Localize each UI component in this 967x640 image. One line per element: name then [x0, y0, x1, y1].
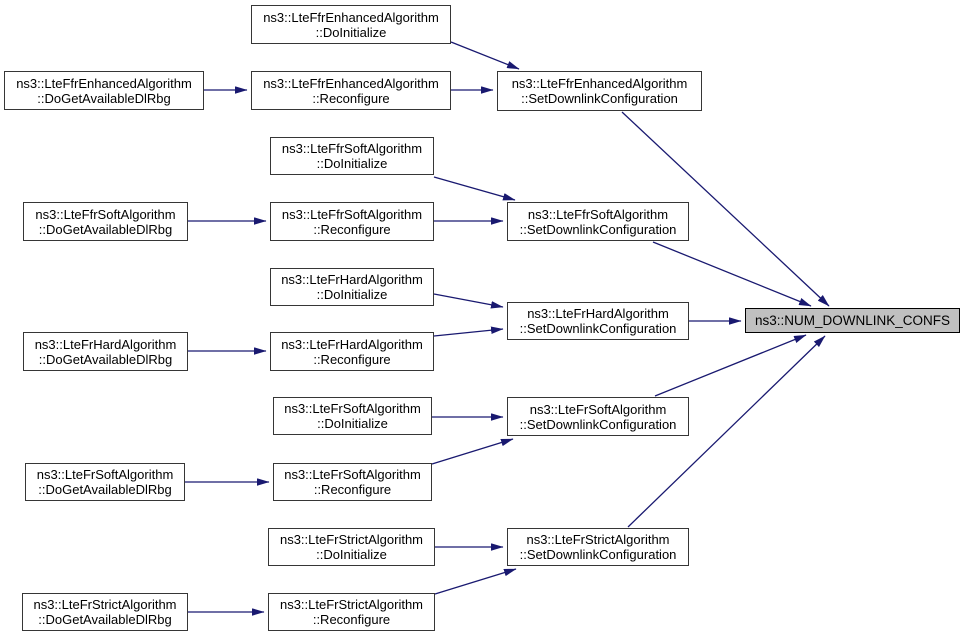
node-label-line: ns3::LteFrStrictAlgorithm — [279, 532, 424, 547]
node-label-line: ns3::LteFfrEnhancedAlgorithm — [263, 9, 439, 25]
node-label-line: ns3::LteFrSoftAlgorithm — [284, 401, 421, 416]
node-label-line: ns3::LteFrHardAlgorithm — [281, 336, 423, 352]
node-ffr_soft_do_get_available_dl_rbg[interactable]: ns3::LteFfrSoftAlgorithm::DoGetAvailable… — [23, 202, 188, 241]
node-label-line: ns3::LteFrHardAlgorithm — [281, 272, 423, 287]
node-label-line: ns3::LteFfrSoftAlgorithm — [35, 206, 176, 222]
node-fr_strict_do_get_available_dl_rbg[interactable]: ns3::LteFrStrictAlgorithm::DoGetAvailabl… — [22, 593, 188, 631]
node-fr_soft_do_get_available_dl_rbg[interactable]: ns3::LteFrSoftAlgorithm::DoGetAvailableD… — [25, 463, 185, 501]
node-label-line: ::SetDownlinkConfiguration — [519, 416, 677, 432]
node-label-line: ::Reconfigure — [312, 90, 390, 106]
node-label-line: ::Reconfigure — [313, 482, 392, 497]
node-fr_hard_reconfigure[interactable]: ns3::LteFrHardAlgorithm::Reconfigure — [270, 332, 434, 371]
node-label-line: ns3::LteFfrSoftAlgorithm — [527, 206, 669, 222]
node-label-line: ::Reconfigure — [313, 221, 391, 237]
edge-fr_soft_set_downlink_configuration--to--num_downlink_confs — [654, 334, 807, 397]
node-label-line: ns3::LteFfrEnhancedAlgorithm — [16, 75, 192, 91]
node-label-line: ns3::LteFfrSoftAlgorithm — [281, 141, 423, 156]
node-label-line: ::Reconfigure — [312, 612, 391, 627]
node-ffr_soft_reconfigure[interactable]: ns3::LteFfrSoftAlgorithm::Reconfigure — [270, 202, 434, 241]
node-label-line: ::DoInitialize — [316, 156, 388, 171]
node-label-line: ns3::LteFrSoftAlgorithm — [36, 467, 174, 482]
edge-ffr_soft_do_initialize--to--ffr_soft_set_downlink_configuration — [433, 176, 516, 201]
node-label-line: ::SetDownlinkConfiguration — [519, 321, 677, 336]
node-label-line: ::DoInitialize — [317, 416, 388, 431]
node-label-line: ::DoInitialize — [316, 287, 388, 302]
edge-ffr_soft_set_downlink_configuration--to--num_downlink_confs — [652, 241, 812, 307]
edge-ffr_enhanced_do_initialize--to--ffr_enhanced_set_downlink_configuration — [450, 41, 520, 70]
edge-fr_strict_reconfigure--to--fr_strict_set_downlink_configuration — [434, 568, 517, 595]
node-ffr_enhanced_reconfigure[interactable]: ns3::LteFfrEnhancedAlgorithm::Reconfigur… — [251, 71, 451, 110]
edge-fr_strict_set_downlink_configuration--to--num_downlink_confs — [627, 335, 826, 528]
node-label-line: ns3::LteFrHardAlgorithm — [34, 336, 177, 352]
node-label-line: ns3::LteFrHardAlgorithm — [527, 306, 669, 321]
node-label-line: ns3::LteFfrSoftAlgorithm — [281, 206, 423, 222]
edge-ffr_enhanced_set_downlink_configuration--to--num_downlink_confs — [621, 111, 830, 307]
node-fr_soft_do_initialize[interactable]: ns3::LteFrSoftAlgorithm::DoInitialize — [273, 397, 432, 435]
node-fr_hard_set_downlink_configuration[interactable]: ns3::LteFrHardAlgorithm::SetDownlinkConf… — [507, 302, 689, 340]
node-fr_hard_do_initialize[interactable]: ns3::LteFrHardAlgorithm::DoInitialize — [270, 268, 434, 306]
edge-fr_soft_reconfigure--to--fr_soft_set_downlink_configuration — [431, 438, 514, 465]
node-label-line: ns3::LteFrStrictAlgorithm — [33, 597, 177, 612]
node-fr_strict_set_downlink_configuration[interactable]: ns3::LteFrStrictAlgorithm::SetDownlinkCo… — [507, 528, 689, 566]
node-label-line: ns3::LteFfrEnhancedAlgorithm — [511, 76, 688, 91]
node-label-line: ::Reconfigure — [313, 351, 391, 367]
node-fr_strict_do_initialize[interactable]: ns3::LteFrStrictAlgorithm::DoInitialize — [268, 528, 435, 566]
node-ffr_enhanced_do_get_available_dl_rbg[interactable]: ns3::LteFfrEnhancedAlgorithm::DoGetAvail… — [4, 71, 204, 110]
node-label-line: ::DoGetAvailableDlRbg — [38, 482, 172, 497]
node-ffr_enhanced_set_downlink_configuration[interactable]: ns3::LteFfrEnhancedAlgorithm::SetDownlin… — [497, 71, 702, 111]
node-label-line: ns3::LteFfrEnhancedAlgorithm — [263, 75, 439, 91]
node-label-line: ::DoGetAvailableDlRbg — [37, 90, 171, 106]
node-fr_strict_reconfigure[interactable]: ns3::LteFrStrictAlgorithm::Reconfigure — [268, 593, 435, 631]
node-label-line: ::SetDownlinkConfiguration — [521, 91, 678, 106]
node-ffr_enhanced_do_initialize[interactable]: ns3::LteFfrEnhancedAlgorithm::DoInitiali… — [251, 5, 451, 44]
node-label-line: ns3::LteFrSoftAlgorithm — [284, 467, 421, 482]
node-num_downlink_confs: ns3::NUM_DOWNLINK_CONFS — [745, 308, 960, 333]
node-label-line: ::SetDownlinkConfiguration — [519, 221, 677, 237]
edge-fr_hard_reconfigure--to--fr_hard_set_downlink_configuration — [433, 326, 504, 337]
node-label-line: ::DoGetAvailableDlRbg — [38, 351, 173, 367]
node-ffr_soft_set_downlink_configuration[interactable]: ns3::LteFfrSoftAlgorithm::SetDownlinkCon… — [507, 202, 689, 241]
node-label-line: ::DoInitialize — [316, 547, 387, 562]
node-label-line: ::DoGetAvailableDlRbg — [38, 612, 172, 627]
node-label-line: ns3::LteFrStrictAlgorithm — [279, 597, 424, 612]
node-label-line: ns3::LteFrStrictAlgorithm — [526, 532, 670, 547]
node-ffr_soft_do_initialize[interactable]: ns3::LteFfrSoftAlgorithm::DoInitialize — [270, 137, 434, 175]
node-label-line: ::SetDownlinkConfiguration — [519, 547, 677, 562]
node-label-line: ::DoGetAvailableDlRbg — [38, 221, 173, 237]
node-label-line: ::DoInitialize — [315, 24, 387, 40]
node-fr_hard_do_get_available_dl_rbg[interactable]: ns3::LteFrHardAlgorithm::DoGetAvailableD… — [23, 332, 188, 371]
node-fr_soft_reconfigure[interactable]: ns3::LteFrSoftAlgorithm::Reconfigure — [273, 463, 432, 501]
edge-fr_hard_do_initialize--to--fr_hard_set_downlink_configuration — [433, 293, 504, 309]
node-fr_soft_set_downlink_configuration[interactable]: ns3::LteFrSoftAlgorithm::SetDownlinkConf… — [507, 397, 689, 436]
node-label-line: ns3::NUM_DOWNLINK_CONFS — [754, 313, 951, 328]
node-label-line: ns3::LteFrSoftAlgorithm — [529, 401, 667, 417]
